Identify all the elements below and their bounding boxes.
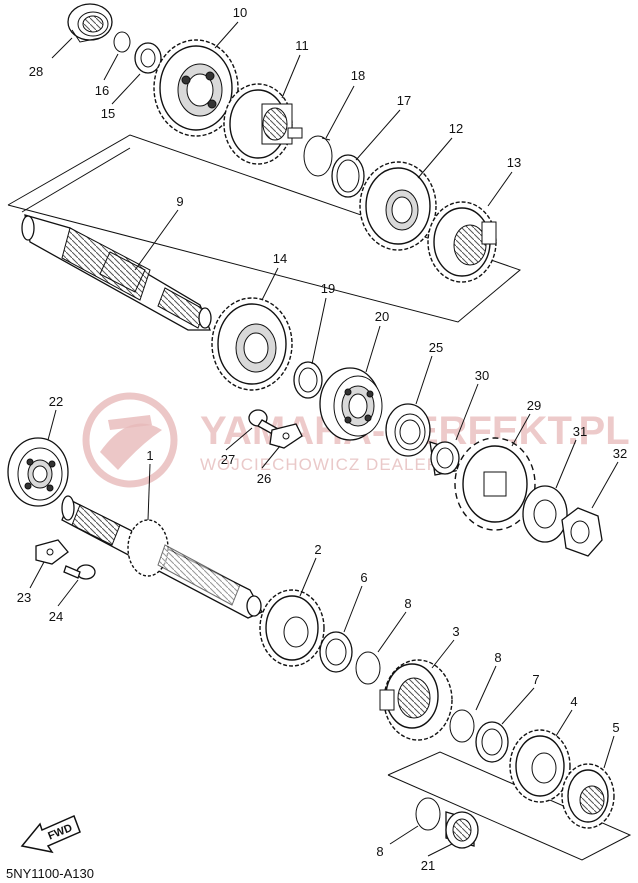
callout-30: 30 — [475, 368, 489, 383]
part-23-plate — [35, 539, 69, 565]
callout-22: 22 — [49, 394, 63, 409]
part-20-bearing — [319, 367, 383, 441]
callout-21: 21 — [421, 858, 435, 873]
part-16-circlip — [113, 31, 131, 53]
part-17-washer — [331, 154, 365, 198]
callout-10: 10 — [233, 5, 247, 20]
upper-group-outline — [7, 134, 521, 323]
lower-group-outline — [387, 751, 632, 861]
part-6-washer — [319, 631, 353, 673]
part-4-gear — [509, 729, 571, 803]
part-32-nut — [561, 507, 603, 557]
callout-4: 4 — [570, 694, 577, 709]
callout-numbers: 10 11 18 17 12 13 9 14 19 20 25 30 29 31… — [17, 5, 627, 873]
callout-16: 16 — [95, 83, 109, 98]
callout-12: 12 — [449, 121, 463, 136]
part-18-circlip — [303, 135, 333, 177]
part-5-gear — [561, 763, 615, 829]
callout-32: 32 — [613, 446, 627, 461]
callout-27: 27 — [221, 452, 235, 467]
callout-7: 7 — [532, 672, 539, 687]
callout-23: 23 — [17, 590, 31, 605]
callout-18: 18 — [351, 68, 365, 83]
callout-2: 2 — [314, 542, 321, 557]
part-21-needle-bearing — [445, 811, 479, 849]
part-14-gear — [211, 297, 293, 391]
callout-1: 1 — [146, 448, 153, 463]
part-26-plate — [269, 423, 303, 449]
part-25-oil-seal — [385, 403, 431, 457]
callout-20: 20 — [375, 309, 389, 324]
callout-26: 26 — [257, 471, 271, 486]
callout-24: 24 — [49, 609, 63, 624]
callout-13: 13 — [507, 155, 521, 170]
part-code: 5NY1100-A130 — [6, 866, 94, 881]
part-10-gear — [153, 39, 239, 137]
part-7-washer — [475, 721, 509, 763]
part-19-washer — [293, 361, 323, 399]
fwd-arrow-icon: FWD — [20, 814, 81, 854]
part-15-washer — [134, 42, 162, 74]
part-8-circlip-a — [355, 651, 381, 685]
callout-19: 19 — [321, 281, 335, 296]
callout-9: 9 — [176, 194, 183, 209]
upper-group-outline-inner — [21, 147, 131, 213]
part-24-screw — [63, 564, 96, 580]
callout-14: 14 — [273, 251, 287, 266]
callout-11: 11 — [295, 38, 309, 53]
part-11-gear — [223, 83, 303, 165]
part-29-sprocket — [454, 437, 536, 531]
callout-8-a: 8 — [404, 596, 411, 611]
callout-8-c: 8 — [376, 844, 383, 859]
leader-lines — [29, 21, 619, 857]
part-9-main-axle — [21, 214, 212, 331]
part-8-circlip-c — [415, 797, 441, 831]
part-3-gear — [379, 659, 453, 741]
callout-3: 3 — [452, 624, 459, 639]
callout-15: 15 — [101, 106, 115, 121]
callout-17: 17 — [397, 93, 411, 108]
part-28-bearing — [67, 3, 113, 43]
callout-28: 28 — [29, 64, 43, 79]
part-31-lock-washer — [522, 485, 568, 543]
part-22-bearing — [7, 437, 69, 507]
part-12-gear — [359, 161, 437, 251]
part-30-collar — [429, 441, 461, 476]
part-8-circlip-b — [449, 709, 475, 743]
part-2-gear — [259, 589, 325, 667]
watermark-logo-icon — [82, 392, 178, 488]
callout-5: 5 — [612, 720, 619, 735]
callout-8-b: 8 — [494, 650, 501, 665]
callout-31: 31 — [573, 424, 587, 439]
part-1-drive-axle — [61, 495, 263, 619]
callout-29: 29 — [527, 398, 541, 413]
callout-25: 25 — [429, 340, 443, 355]
part-13-gear — [427, 201, 497, 283]
callout-6: 6 — [360, 570, 367, 585]
